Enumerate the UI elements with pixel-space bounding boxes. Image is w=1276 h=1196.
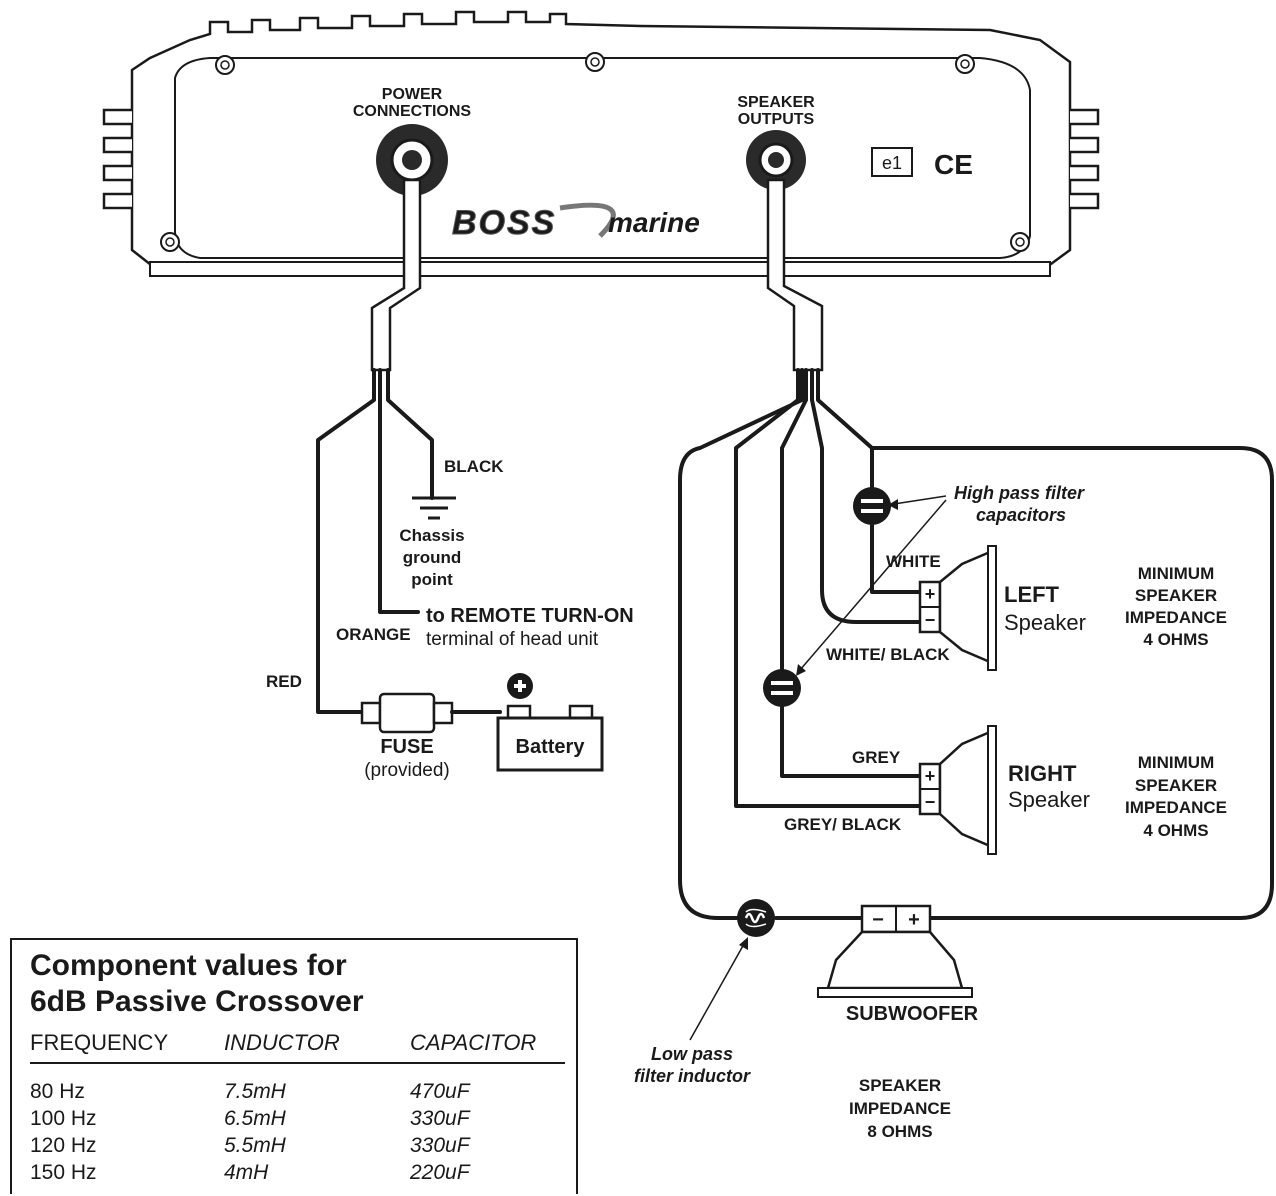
screw-icon <box>160 52 1030 252</box>
brand-sub: marine <box>608 207 700 238</box>
right-impedance-line: SPEAKER <box>1135 776 1217 795</box>
brand-swoosh-icon <box>559 202 616 238</box>
high-pass-label-1: High pass filter <box>954 483 1085 503</box>
table-cell-inductor: 5.5mH <box>224 1134 286 1157</box>
power-connection-grommet-icon <box>376 124 448 196</box>
high-pass-label-2: capacitors <box>976 505 1066 525</box>
right-impedance-line: 4 OHMS <box>1143 821 1208 840</box>
header-frequency: FREQUENCY <box>30 1030 169 1055</box>
left-speaker-icon: + − <box>918 545 997 671</box>
right-impedance-note: MINIMUM SPEAKER IMPEDANCE 4 OHMS <box>1125 753 1227 840</box>
low-pass-label-2: filter inductor <box>634 1066 751 1086</box>
left-impedance-line: IMPEDANCE <box>1125 608 1227 627</box>
table-cell-capacitor: 470uF <box>410 1080 470 1103</box>
left-impedance-note: MINIMUM SPEAKER IMPEDANCE 4 OHMS <box>1125 564 1227 649</box>
black-wire-label: BLACK <box>444 457 504 476</box>
table-cell-frequency: 100 Hz <box>30 1107 97 1130</box>
left-speaker-label-2: Speaker <box>1004 610 1086 635</box>
table-cell-frequency: 80 Hz <box>30 1080 85 1103</box>
svg-text:−: − <box>925 792 936 812</box>
table-cell-inductor: 6.5mH <box>224 1107 286 1130</box>
power-connections-label-1: POWER <box>382 86 443 103</box>
chassis-ground-label-3: point <box>411 570 453 589</box>
e1-mark-box <box>871 147 913 177</box>
table-cell-frequency: 150 Hz <box>30 1161 97 1184</box>
subwoofer-impedance-note: SPEAKER IMPEDANCE 8 OHMS <box>849 1076 951 1141</box>
speaker-output-grommet-icon <box>746 130 806 190</box>
header-inductor: INDUCTOR <box>224 1030 340 1055</box>
crossover-title-line-2: 6dB Passive Crossover <box>30 985 364 1018</box>
svg-text:+: + <box>925 766 936 786</box>
low-pass-inductor-icon <box>737 899 775 937</box>
sub-impedance-line: SPEAKER <box>859 1076 941 1095</box>
power-cable <box>316 178 604 772</box>
power-connections-label-2: CONNECTIONS <box>353 103 472 120</box>
sub-impedance-line: 8 OHMS <box>867 1122 932 1141</box>
right-impedance-line: IMPEDANCE <box>1125 798 1227 817</box>
battery-icon <box>496 673 604 772</box>
capacitor-pointer-arrows <box>796 495 947 676</box>
left-impedance-line: 4 OHMS <box>1143 630 1208 649</box>
svg-text:−: − <box>872 909 884 931</box>
battery-label: Battery <box>516 736 586 758</box>
chassis-ground-label-2: ground <box>403 548 462 567</box>
white-black-wire-label: WHITE/ BLACK <box>826 645 950 664</box>
remote-turn-on-label-1: to REMOTE TURN-ON <box>426 605 634 627</box>
fuse-provided-label: (provided) <box>364 760 450 781</box>
table-cell-capacitor: 330uF <box>410 1134 470 1157</box>
table-cell-inductor: 4mH <box>224 1161 269 1184</box>
inductor-pointer-arrow <box>689 937 748 1041</box>
e1-mark: e1 <box>882 153 902 173</box>
grey-wire-label: GREY <box>852 748 901 767</box>
svg-text:+: + <box>908 909 920 931</box>
fuse-label: FUSE <box>380 736 433 758</box>
left-impedance-line: SPEAKER <box>1135 586 1217 605</box>
table-cell-inductor: 7.5mH <box>224 1080 286 1103</box>
remote-turn-on-label-2: terminal of head unit <box>426 629 599 650</box>
svg-text:−: − <box>925 610 936 630</box>
right-speaker-label-1: RIGHT <box>1008 761 1077 786</box>
crossover-table: Component values for 6dB Passive Crossov… <box>10 938 578 1194</box>
right-speaker-icon: + − <box>918 725 997 855</box>
speaker-cable <box>678 178 1274 920</box>
left-impedance-line: MINIMUM <box>1138 564 1214 583</box>
chassis-ground-label-1: Chassis <box>399 526 464 545</box>
brand-logo: BOSS <box>452 204 556 242</box>
high-pass-capacitor-icon <box>853 487 891 525</box>
high-pass-capacitor-icon <box>763 669 801 707</box>
left-speaker-label-1: LEFT <box>1004 582 1060 607</box>
fuse-icon <box>360 692 454 734</box>
crossover-title-line-1: Component values for <box>30 949 347 982</box>
grey-black-wire-label: GREY/ BLACK <box>784 815 902 834</box>
header-capacitor: CAPACITOR <box>410 1030 537 1055</box>
subwoofer-icon: − + <box>817 904 973 998</box>
white-wire-label: WHITE <box>886 552 941 571</box>
right-impedance-line: MINIMUM <box>1138 753 1214 772</box>
table-cell-frequency: 120 Hz <box>30 1134 97 1157</box>
table-cell-capacitor: 220uF <box>410 1161 470 1184</box>
header-divider <box>30 1062 565 1064</box>
orange-wire-label: ORANGE <box>336 625 411 644</box>
subwoofer-label: SUBWOOFER <box>846 1003 979 1025</box>
table-cell-capacitor: 330uF <box>410 1107 470 1130</box>
red-wire-label: RED <box>266 672 302 691</box>
amplifier-body: POWER CONNECTIONS SPEAKER OUTPUTS BOSS m… <box>102 10 1100 277</box>
sub-impedance-line: IMPEDANCE <box>849 1099 951 1118</box>
low-pass-label-1: Low pass <box>651 1044 733 1064</box>
crossover-table-title: Component values for 6dB Passive Crossov… <box>30 948 364 1020</box>
svg-text:+: + <box>925 584 936 604</box>
speaker-outputs-label-2: OUTPUTS <box>738 111 815 128</box>
ce-mark: CE <box>934 149 973 180</box>
right-speaker-label-2: Speaker <box>1008 787 1090 812</box>
speaker-outputs-label-1: SPEAKER <box>737 94 815 111</box>
ground-icon <box>412 496 456 520</box>
